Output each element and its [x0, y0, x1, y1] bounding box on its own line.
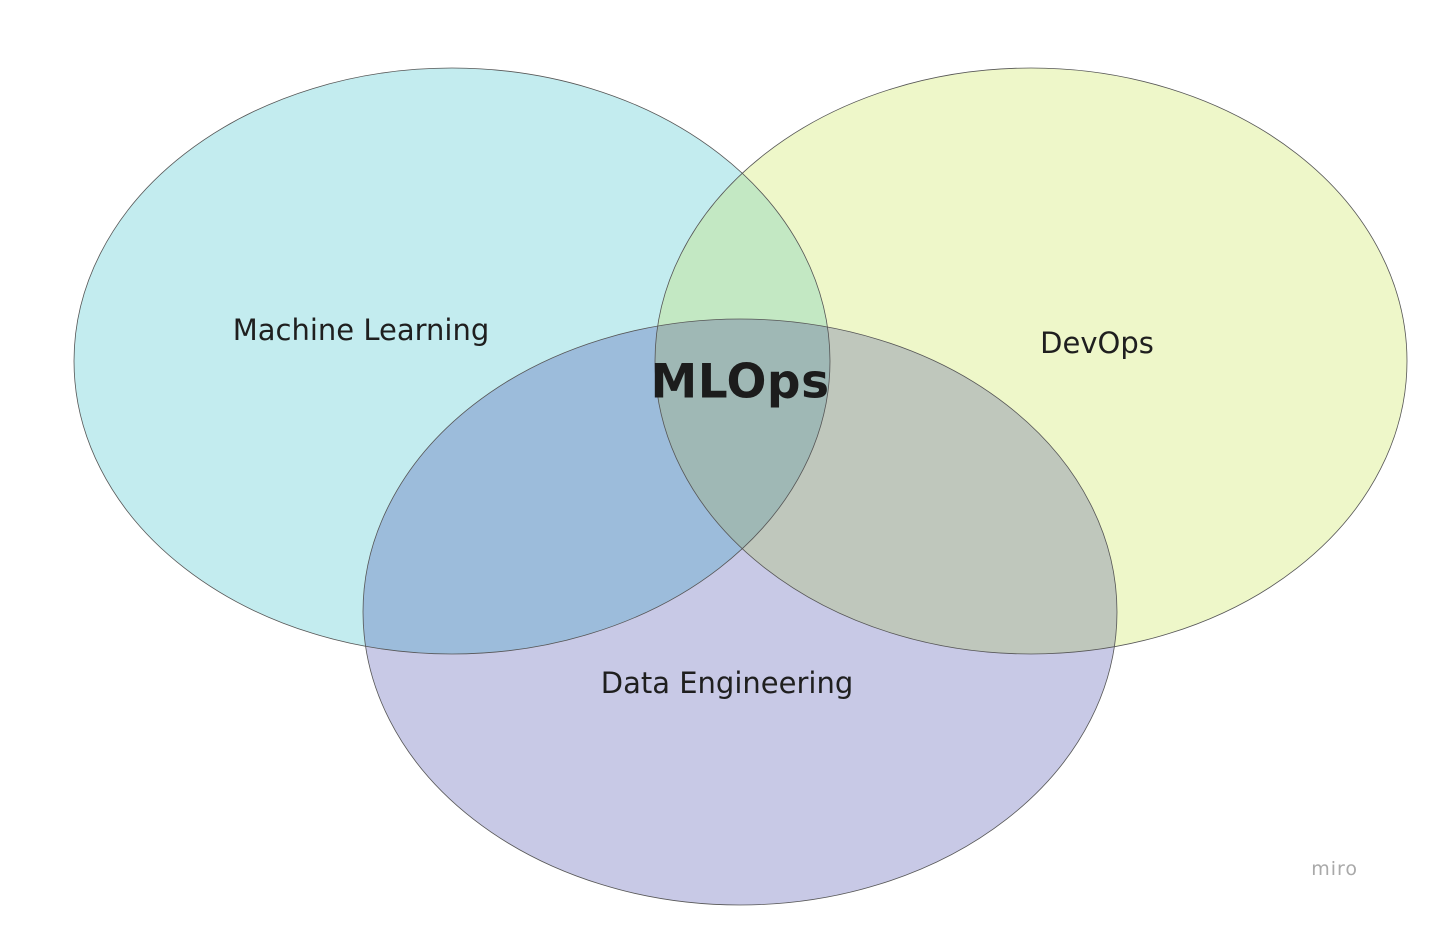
- machine-learning-outline: [73, 67, 831, 655]
- devops-outline: [654, 67, 1408, 655]
- devops-label: DevOps: [1040, 326, 1154, 360]
- machine-learning-label: Machine Learning: [232, 313, 490, 347]
- data-engineering-outline: [362, 318, 1118, 906]
- mlops-label: MLOps: [650, 354, 830, 410]
- data-engineering-label: Data Engineering: [600, 666, 854, 700]
- miro-watermark: miro: [1311, 858, 1358, 880]
